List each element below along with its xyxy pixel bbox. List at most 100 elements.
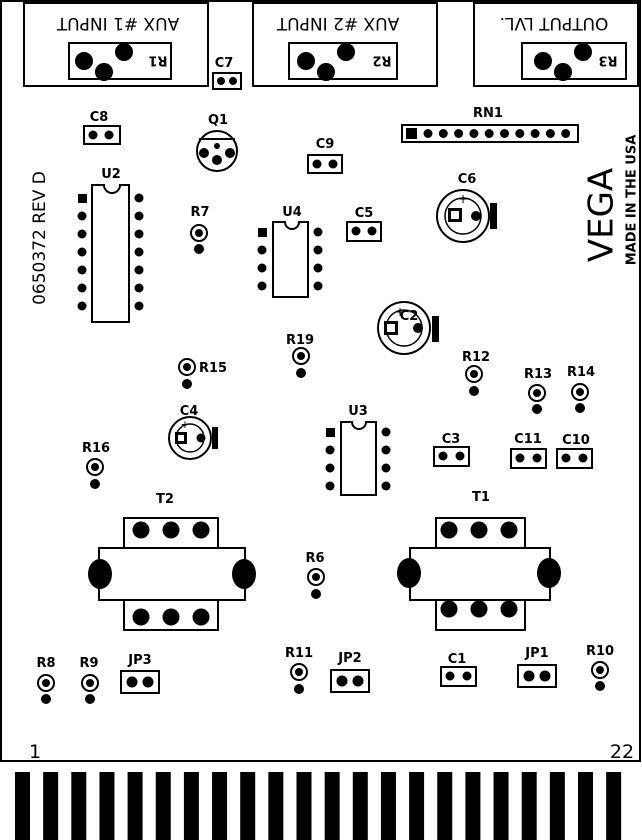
edge-finger xyxy=(99,772,115,840)
label-t2: T2 xyxy=(156,492,174,507)
edge-finger xyxy=(324,772,340,840)
u2-pin xyxy=(134,301,144,311)
u4-pin xyxy=(257,263,267,273)
u4-body xyxy=(272,221,309,298)
u2-pin xyxy=(77,211,87,221)
brand: VEGA xyxy=(582,168,622,262)
label-r9: R9 xyxy=(79,656,98,671)
label-u3: U3 xyxy=(348,404,368,419)
pot-r3-ref: R3 xyxy=(598,53,617,68)
rn1-pin xyxy=(515,129,525,138)
edge-finger xyxy=(606,772,622,840)
u4-pin xyxy=(313,281,323,291)
u2-pin xyxy=(134,229,144,239)
pot-r3-title: OUTPUT LVL. xyxy=(500,13,609,33)
u3-pins xyxy=(325,427,391,491)
edge-finger xyxy=(380,772,396,840)
edge-finger xyxy=(15,772,30,840)
pot-r3: OUTPUT LVL. R3 xyxy=(473,2,639,87)
edge-finger xyxy=(465,772,481,840)
edge-finger xyxy=(437,772,453,840)
label-r12: R12 xyxy=(462,350,490,365)
pot-r2: AUX #2 INPUT R2 xyxy=(252,2,438,87)
u2-body xyxy=(91,184,130,323)
pot-r1: AUX #1 INPUT R1 xyxy=(23,2,209,87)
pot-r2-title: AUX #2 INPUT xyxy=(276,13,399,33)
label-c6: C6 xyxy=(458,172,477,187)
pot-r1-title: AUX #1 INPUT xyxy=(56,13,179,33)
rn1-pin xyxy=(545,129,555,138)
edge-finger xyxy=(409,772,425,840)
edge-finger xyxy=(352,772,368,840)
edge-finger xyxy=(127,772,143,840)
label-c4: C4 xyxy=(180,404,199,419)
pin-number-end: 22 xyxy=(610,741,634,763)
svg-text:+: + xyxy=(458,192,468,206)
u4-pins xyxy=(257,227,323,291)
label-r8: R8 xyxy=(36,656,55,671)
label-r11: R11 xyxy=(285,646,313,661)
label-r19: R19 xyxy=(286,333,314,348)
label-c10: C10 xyxy=(562,433,590,448)
u2-pin xyxy=(134,211,144,221)
label-r14: R14 xyxy=(567,365,595,380)
label-jp1: JP1 xyxy=(524,646,548,661)
u3-pin xyxy=(381,481,391,491)
label-r15: R15 xyxy=(199,361,227,376)
u2-pin xyxy=(134,247,144,257)
part-number: 0650372 REV D xyxy=(30,171,50,305)
label-u4: U4 xyxy=(282,205,302,220)
u4-pin xyxy=(313,263,323,273)
u2-pin xyxy=(134,265,144,275)
u2-pin xyxy=(77,247,87,257)
rn1-pin xyxy=(500,129,509,138)
u2-pin xyxy=(77,265,87,275)
edge-finger xyxy=(240,772,256,840)
svg-text:+: + xyxy=(180,418,189,431)
svg-text:+: + xyxy=(395,305,405,319)
label-r7: R7 xyxy=(190,205,209,220)
edge-finger xyxy=(549,772,565,840)
edge-finger xyxy=(183,772,199,840)
rn1-pins xyxy=(423,129,571,138)
u3-pin xyxy=(381,463,391,473)
rn1-pin xyxy=(484,129,494,138)
u2-pin xyxy=(134,283,144,293)
label-t1: T1 xyxy=(472,490,490,505)
edge-finger xyxy=(43,772,59,840)
u4-pin xyxy=(257,281,267,291)
origin: MADE IN THE USA xyxy=(625,135,640,266)
u3-pin xyxy=(325,463,335,473)
edge-connector xyxy=(15,772,622,840)
label-jp2: JP2 xyxy=(337,651,361,666)
u4-pin xyxy=(313,245,323,255)
u2-pin xyxy=(77,301,87,311)
u4-pin xyxy=(257,245,267,255)
board-outline xyxy=(0,0,641,762)
label-c8: C8 xyxy=(90,110,109,125)
label-r10: R10 xyxy=(586,644,614,659)
u2-pin xyxy=(77,283,87,293)
u2-pin xyxy=(134,193,144,203)
edge-finger xyxy=(71,772,87,840)
edge-finger xyxy=(578,772,593,840)
edge-finger xyxy=(155,772,171,840)
label-q1: Q1 xyxy=(208,113,228,128)
rn1-pin xyxy=(423,129,433,138)
label-r16: R16 xyxy=(82,441,110,456)
u3-pin xyxy=(381,427,391,437)
label-jp3: JP3 xyxy=(127,653,151,668)
u3-pin xyxy=(325,445,335,455)
u3-body xyxy=(340,421,377,496)
edge-finger xyxy=(268,772,284,840)
label-c7: C7 xyxy=(215,56,234,71)
label-u2: U2 xyxy=(101,167,121,182)
label-r6: R6 xyxy=(305,551,324,566)
pin-number-start: 1 xyxy=(29,741,41,763)
edge-finger xyxy=(521,772,537,840)
label-c1: C1 xyxy=(448,652,467,667)
label-c3: C3 xyxy=(442,432,461,447)
edge-finger xyxy=(493,772,509,840)
u2-pins xyxy=(77,193,144,311)
